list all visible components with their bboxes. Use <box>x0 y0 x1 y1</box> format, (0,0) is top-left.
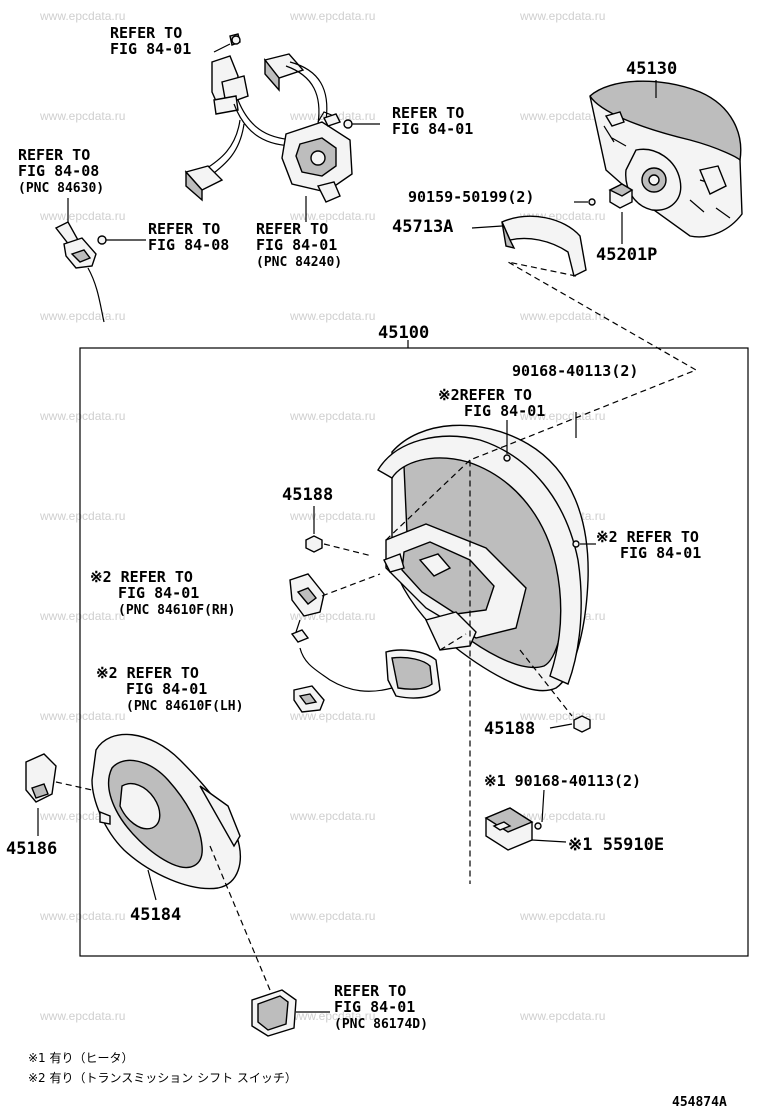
steering-wheel-assembly-frame <box>79 347 749 957</box>
reference-line: FIG 84-01 <box>620 544 701 562</box>
watermark: www.epcdata.ru <box>519 309 605 323</box>
reference-line: (PNC 86174D) <box>334 1017 428 1032</box>
reference-line: (PNC 84610F(RH) <box>118 603 235 618</box>
watermark: www.epcdata.ru <box>289 709 375 723</box>
spiral-cable-illustration <box>184 33 380 222</box>
reference-line: (PNC 84240) <box>256 255 342 270</box>
reference-line: REFER TO <box>148 220 220 238</box>
reference-line: REFER TO <box>334 982 406 1000</box>
reference-line: (PNC 84610F(LH) <box>126 699 243 714</box>
nut-illustration <box>519 649 591 733</box>
reference-line: REFER TO <box>392 104 464 122</box>
part-number: 45201P <box>596 245 657 265</box>
reference-line: ※2 REFER TO <box>90 568 193 586</box>
watermark: www.epcdata.ru <box>39 9 125 23</box>
reference-line: REFER TO <box>18 146 90 164</box>
watermark: www.epcdata.ru <box>289 209 375 223</box>
watermark: www.epcdata.ru <box>39 209 125 223</box>
footnote: ※1 有り（ヒータ） <box>28 1051 134 1065</box>
watermark: www.epcdata.ru <box>289 309 375 323</box>
watermark: www.epcdata.ru <box>289 9 375 23</box>
reference-line: ※2 REFER TO <box>96 664 199 682</box>
shift-switch-rh-illustration <box>289 573 381 643</box>
part-number: 45130 <box>626 59 677 79</box>
watermark: www.epcdata.ru <box>519 1009 605 1023</box>
part-number: 45188 <box>484 719 535 739</box>
watermark: www.epcdata.ru <box>519 909 605 923</box>
watermark: www.epcdata.ru <box>519 409 605 423</box>
reference-line: FIG 84-01 <box>392 120 473 138</box>
watermark: www.epcdata.ru <box>39 109 125 123</box>
lower-cover-illustration <box>471 215 587 278</box>
part-number: 45186 <box>6 839 57 859</box>
reference-line: FIG 84-08 <box>18 162 99 180</box>
watermark: www.epcdata.ru <box>39 709 125 723</box>
watermark: www.epcdata.ru <box>519 9 605 23</box>
watermark: www.epcdata.ru <box>39 1009 125 1023</box>
reference-line: FIG 84-01 <box>334 998 415 1016</box>
reference-line: REFER TO <box>256 220 328 238</box>
watermark: www.epcdata.ru <box>39 909 125 923</box>
watermark: www.epcdata.ru <box>39 409 125 423</box>
reference-line: FIG 84-01 <box>126 680 207 698</box>
part-number: 45100 <box>378 323 429 343</box>
watermark: www.epcdata.ru <box>289 409 375 423</box>
reference-line: (PNC 84630) <box>18 181 104 196</box>
heater-controller-illustration <box>484 789 567 851</box>
reference-line: FIG 84-01 <box>256 236 337 254</box>
watermark: www.epcdata.ru <box>519 809 605 823</box>
reference-line: ※2 REFER TO <box>596 528 699 546</box>
watermark-layer: www.epcdata.ru www.epcdata.ru www.epcdat… <box>39 9 605 1023</box>
reference-line: FIG 84-08 <box>148 236 229 254</box>
diagram-id: 454874A <box>672 1095 727 1110</box>
part-number: 45188 <box>282 485 333 505</box>
watermark: www.epcdata.ru <box>39 609 125 623</box>
part-number: ※1 90168-40113(2) <box>484 772 641 790</box>
lower-cover-45184-illustration <box>91 733 271 991</box>
footnote: ※2 有り（トランスミッション シフト スイッチ） <box>28 1071 297 1085</box>
watermark: www.epcdata.ru <box>289 809 375 823</box>
part-number: 90159-50199(2) <box>408 188 534 206</box>
trim-clip-illustration <box>25 753 93 836</box>
steering-wheel-illustration <box>377 412 596 729</box>
reference-line: FIG 84-01 <box>464 402 545 420</box>
shift-switch-lh-illustration <box>293 633 467 713</box>
part-number: 45713A <box>392 217 453 237</box>
part-number: ※1 55910E <box>568 835 664 855</box>
watermark: www.epcdata.ru <box>39 309 125 323</box>
part-number: 45184 <box>130 905 181 925</box>
reference-line: FIG 84-01 <box>118 584 199 602</box>
watermark: www.epcdata.ru <box>39 509 125 523</box>
airbag-assembly-illustration <box>574 80 743 244</box>
nut-illustration <box>305 506 373 557</box>
reference-line: FIG 84-01 <box>110 40 191 58</box>
watermark: www.epcdata.ru <box>289 909 375 923</box>
bottom-switch-illustration <box>251 989 330 1037</box>
reference-line: REFER TO <box>110 24 182 42</box>
watermark: www.epcdata.ru <box>289 509 375 523</box>
combination-switch-illustration <box>54 198 146 323</box>
assembly-dash-line <box>469 261 698 884</box>
reference-line: ※2REFER TO <box>438 386 532 404</box>
watermark: www.epcdata.ru <box>519 109 605 123</box>
part-number: 90168-40113(2) <box>512 362 638 380</box>
